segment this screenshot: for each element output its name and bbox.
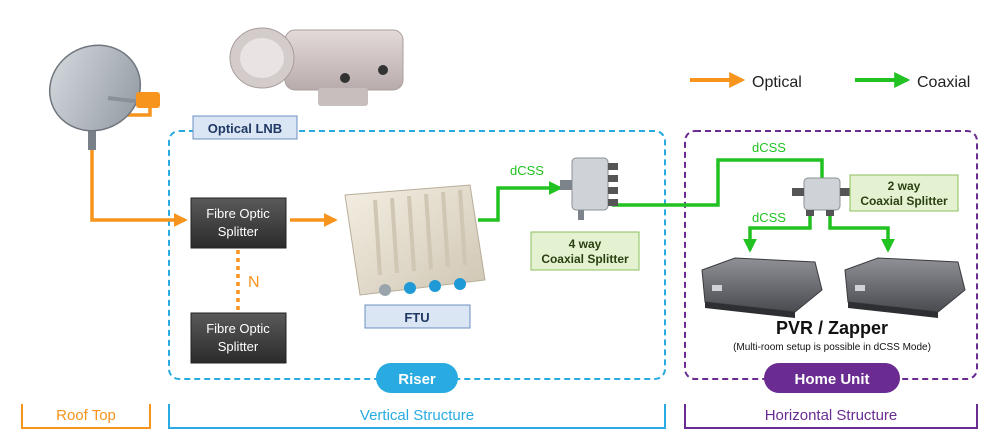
home-unit-pill <box>764 363 900 393</box>
coax-4way-label-box <box>530 231 640 271</box>
splitter-count-n: N <box>248 274 260 291</box>
coax-2way-to-pvr-left <box>743 212 812 253</box>
horizontal-structure-bracket <box>684 404 978 429</box>
pvr-title: PVR / Zapper <box>776 318 888 338</box>
optical-lnb-label-box <box>192 115 298 140</box>
riser-label: Riser <box>398 371 436 388</box>
coax-2way-label-box <box>849 174 959 212</box>
optical-lnb-icon <box>229 27 404 106</box>
fibre-splitter-top-line2: Splitter <box>218 224 259 239</box>
optical-lnb-label: Optical LNB <box>208 121 282 136</box>
ftu-label-box <box>364 304 471 329</box>
coax-4way-line1: 4 way <box>569 237 602 251</box>
legend-optical-label: Optical <box>752 74 802 91</box>
legend: Optical Coaxial <box>690 72 970 91</box>
legend-coaxial-label: Coaxial <box>917 74 970 91</box>
dcss-label-home-top: dCSS <box>752 140 786 155</box>
pvr-left-icon <box>701 257 823 318</box>
coax-4way-to-home <box>612 158 824 207</box>
dcss-label-home-mid: dCSS <box>752 210 786 225</box>
roof-top-bracket <box>21 404 151 429</box>
coaxial-splitter-2way-icon <box>792 177 852 216</box>
vertical-structure-label: Vertical Structure <box>360 407 474 424</box>
coax-2way-line2: Coaxial Splitter <box>860 194 948 208</box>
coax-2way-to-pvr-right <box>828 212 895 253</box>
pvr-note: (Multi-room setup is possible in dCSS Mo… <box>733 342 931 353</box>
home-unit-label: Home Unit <box>795 371 870 388</box>
fibre-splitter-top-line1: Fibre Optic <box>206 206 270 221</box>
vertical-structure-bracket <box>168 404 666 429</box>
fibre-splitter-top <box>190 197 287 249</box>
riser-pill <box>376 363 458 393</box>
fibre-splitter-bottom <box>190 312 287 364</box>
roof-top-label: Roof Top <box>56 407 116 424</box>
horizontal-structure-label: Horizontal Structure <box>765 407 898 424</box>
coax-4way-line2: Coaxial Splitter <box>541 252 629 266</box>
satellite-dish-icon <box>48 44 160 150</box>
dcss-label-ftu: dCSS <box>510 163 544 178</box>
ftu-label: FTU <box>404 310 429 325</box>
ftu-icon <box>344 184 486 296</box>
coax-2way-line1: 2 way <box>888 179 921 193</box>
home-unit-zone <box>684 130 978 380</box>
fibre-splitter-bottom-line1: Fibre Optic <box>206 321 270 336</box>
coax-ftu-to-4way <box>478 181 563 222</box>
pvr-right-icon <box>844 257 966 318</box>
fibre-splitter-bottom-line2: Splitter <box>218 339 259 354</box>
coaxial-splitter-4way-icon <box>560 157 618 220</box>
